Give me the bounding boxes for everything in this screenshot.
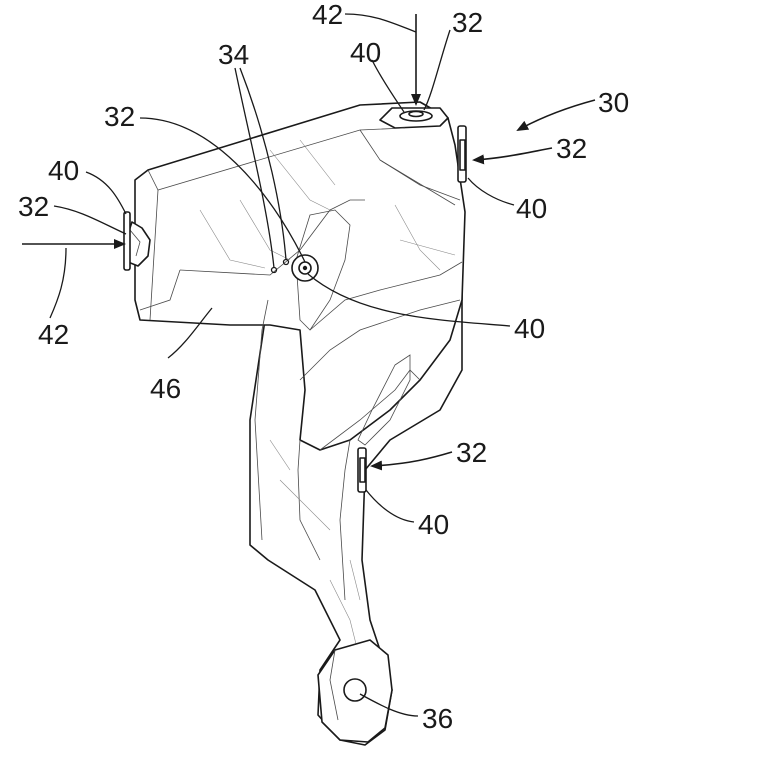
label-40-left: 40	[48, 155, 79, 186]
right-upper-plate-inner	[459, 139, 466, 171]
label-46: 46	[150, 373, 181, 404]
center-recess	[295, 209, 351, 331]
center-fastener-core	[302, 265, 308, 271]
label-32-right-upper: 32	[556, 133, 587, 164]
label-36: 36	[422, 703, 453, 734]
label-32-left: 32	[18, 191, 49, 222]
label-42-top: 42	[312, 0, 343, 30]
label-40-center: 40	[514, 313, 545, 344]
force-arrow-right-upper	[472, 147, 553, 165]
label-40-right-upper: 40	[516, 193, 547, 224]
right-lower-plate-inner	[359, 457, 366, 483]
side-window	[357, 354, 411, 446]
label-32-upper-left: 32	[104, 101, 135, 132]
label-30: 30	[598, 87, 629, 118]
assembly-arrow-30	[516, 99, 596, 131]
reference-numerals: 42 32 40 34 32 30 32 40 40 32 42 40 46 3…	[18, 0, 629, 734]
mount-bracket-body	[123, 101, 467, 746]
label-34: 34	[218, 39, 249, 70]
left-fastener-plate	[123, 211, 131, 271]
leader-lines	[22, 13, 596, 717]
label-40-top: 40	[350, 37, 381, 68]
top-fastener-inner	[408, 110, 424, 118]
label-32-top: 32	[452, 7, 483, 38]
label-42-left: 42	[38, 319, 69, 350]
label-40-right-lower: 40	[418, 509, 449, 540]
force-arrow-right-lower	[370, 451, 453, 471]
label-32-right-lower: 32	[456, 437, 487, 468]
mount-hole	[343, 678, 367, 702]
